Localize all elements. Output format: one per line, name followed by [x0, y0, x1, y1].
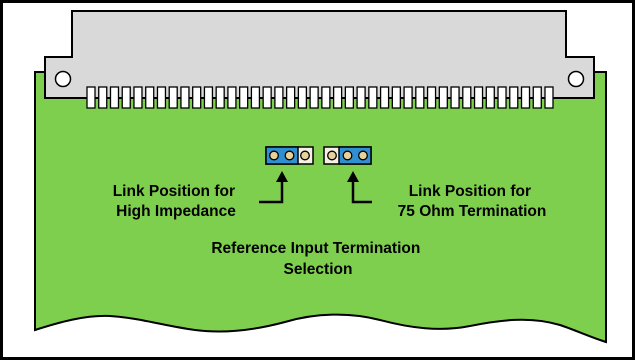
connector-contact [391, 86, 401, 109]
connector-contact [462, 86, 472, 109]
connector-contact [121, 86, 131, 109]
connector-contact [203, 86, 214, 109]
connector-contact [262, 86, 272, 109]
connector-contact [544, 86, 554, 109]
75-ohm-jumper [323, 146, 372, 165]
connector-contact [109, 86, 120, 109]
connector-contact [98, 86, 108, 109]
connector-contact [156, 86, 167, 109]
jumper-pin [269, 150, 279, 161]
connector-contact [86, 86, 96, 109]
connector-contact [403, 86, 413, 109]
circuit-board [34, 71, 607, 344]
connector-contacts [86, 86, 554, 109]
connector-contact [168, 86, 178, 109]
connector-contact [332, 86, 343, 109]
connector-contact [497, 86, 507, 109]
connector-contact [274, 86, 284, 109]
high-impedance-label-line-1: Link Position for [113, 183, 235, 200]
connector-contact [368, 86, 378, 109]
high-impedance-label: Link Position for High Impedance [113, 183, 240, 220]
connector-contact [344, 86, 355, 109]
connector-contact [285, 86, 296, 109]
75-ohm-arrow [347, 171, 372, 204]
jumper-pin [327, 150, 337, 161]
caption-line-1: Reference Input Termination [211, 240, 420, 257]
connector-contact [309, 86, 319, 109]
connector-contact [473, 86, 484, 109]
connector-contact [426, 86, 437, 109]
jumper-pin [358, 150, 368, 161]
jumper-pin [300, 150, 310, 161]
mounting-hole-left [54, 70, 72, 88]
jumper-pin [342, 150, 353, 161]
connector-contact [321, 86, 331, 109]
connector-contact [379, 86, 390, 109]
mounting-hole-right [567, 70, 585, 88]
connector-contact [215, 86, 225, 109]
connector-contact [145, 86, 155, 109]
connector-contact [227, 86, 237, 109]
connector-contact [415, 86, 425, 109]
caption-line-2: Selection [284, 261, 353, 278]
75-ohm-label-line-1: Link Position for [409, 183, 531, 200]
connector-contact [520, 86, 531, 109]
edge-connector [44, 10, 595, 99]
connector-contact [239, 86, 249, 109]
connector-contact [450, 86, 460, 109]
75-ohm-label-line-2: 75 Ohm Termination [398, 203, 547, 220]
connector-contact [532, 86, 542, 109]
connector-contact [180, 86, 190, 109]
connector-contact [485, 86, 495, 109]
connector-contact [250, 86, 261, 109]
connector-contact [133, 86, 143, 109]
connector-contact [509, 86, 519, 109]
jumper-pin [284, 150, 295, 161]
connector-contact [356, 86, 366, 109]
connector-contact [297, 86, 308, 109]
high-impedance-label-line-2: High Impedance [116, 203, 236, 220]
connector-contact [438, 86, 448, 109]
high-impedance-arrow [259, 171, 288, 204]
high-impedance-jumper [265, 146, 314, 165]
caption: Reference Input Termination Selection [211, 240, 424, 278]
75-ohm-label: Link Position for 75 Ohm Termination [398, 183, 547, 220]
connector-contact [192, 86, 202, 109]
